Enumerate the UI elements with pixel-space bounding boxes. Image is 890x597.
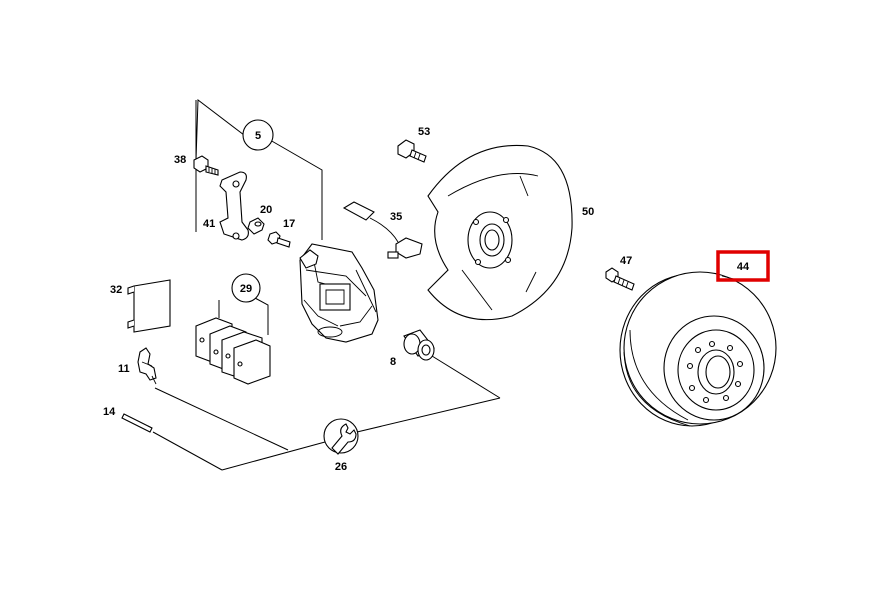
highlight-rect bbox=[716, 250, 770, 282]
sleeve-20-icon bbox=[247, 217, 265, 235]
callout-35-label[interactable]: 35 bbox=[390, 211, 402, 223]
bolt-53-icon bbox=[397, 139, 427, 163]
bleed-screw-17-icon bbox=[267, 231, 291, 248]
shim-32-icon bbox=[127, 279, 171, 333]
callout-8-label[interactable]: 8 bbox=[390, 356, 396, 368]
callout-32-label[interactable]: 32 bbox=[110, 284, 122, 296]
callout-44-label: 44 bbox=[737, 261, 750, 273]
callout-50-label[interactable]: 50 bbox=[582, 206, 594, 218]
brake-caliper-icon bbox=[299, 243, 379, 343]
highlight-box-44[interactable]: 44 bbox=[716, 250, 770, 282]
callout-5[interactable]: 5 bbox=[242, 119, 274, 151]
retaining-pin-14-icon bbox=[121, 413, 153, 433]
bushing-8-icon bbox=[403, 329, 435, 361]
callout-53-label[interactable]: 53 bbox=[418, 126, 430, 138]
callout-20-label[interactable]: 20 bbox=[260, 204, 272, 216]
spring-clip-11-icon bbox=[137, 347, 157, 385]
callout-47-label[interactable]: 47 bbox=[620, 255, 632, 267]
brake-pads-29-icon bbox=[195, 317, 271, 385]
callout-26-label[interactable]: 26 bbox=[335, 461, 347, 473]
bolt-38-icon bbox=[193, 155, 219, 176]
callout-38-label[interactable]: 38 bbox=[174, 154, 186, 166]
wrench-icon bbox=[331, 423, 357, 455]
bracket-41-icon bbox=[219, 171, 249, 241]
callout-14-label[interactable]: 14 bbox=[103, 406, 116, 418]
callout-26[interactable] bbox=[323, 418, 359, 455]
wear-sensor-35-icon bbox=[342, 201, 423, 259]
brake-disc-44-icon bbox=[619, 271, 777, 427]
screw-47-icon bbox=[605, 267, 635, 291]
callout-17-label[interactable]: 17 bbox=[283, 218, 295, 230]
callout-41-label[interactable]: 41 bbox=[203, 218, 215, 230]
backing-plate-50-icon bbox=[427, 144, 573, 321]
callout-11-label[interactable]: 11 bbox=[118, 363, 130, 375]
callout-29-label: 29 bbox=[240, 283, 252, 295]
leader-lines bbox=[152, 99, 501, 471]
callout-5-label: 5 bbox=[255, 130, 261, 142]
callout-29[interactable]: 29 bbox=[231, 273, 261, 303]
